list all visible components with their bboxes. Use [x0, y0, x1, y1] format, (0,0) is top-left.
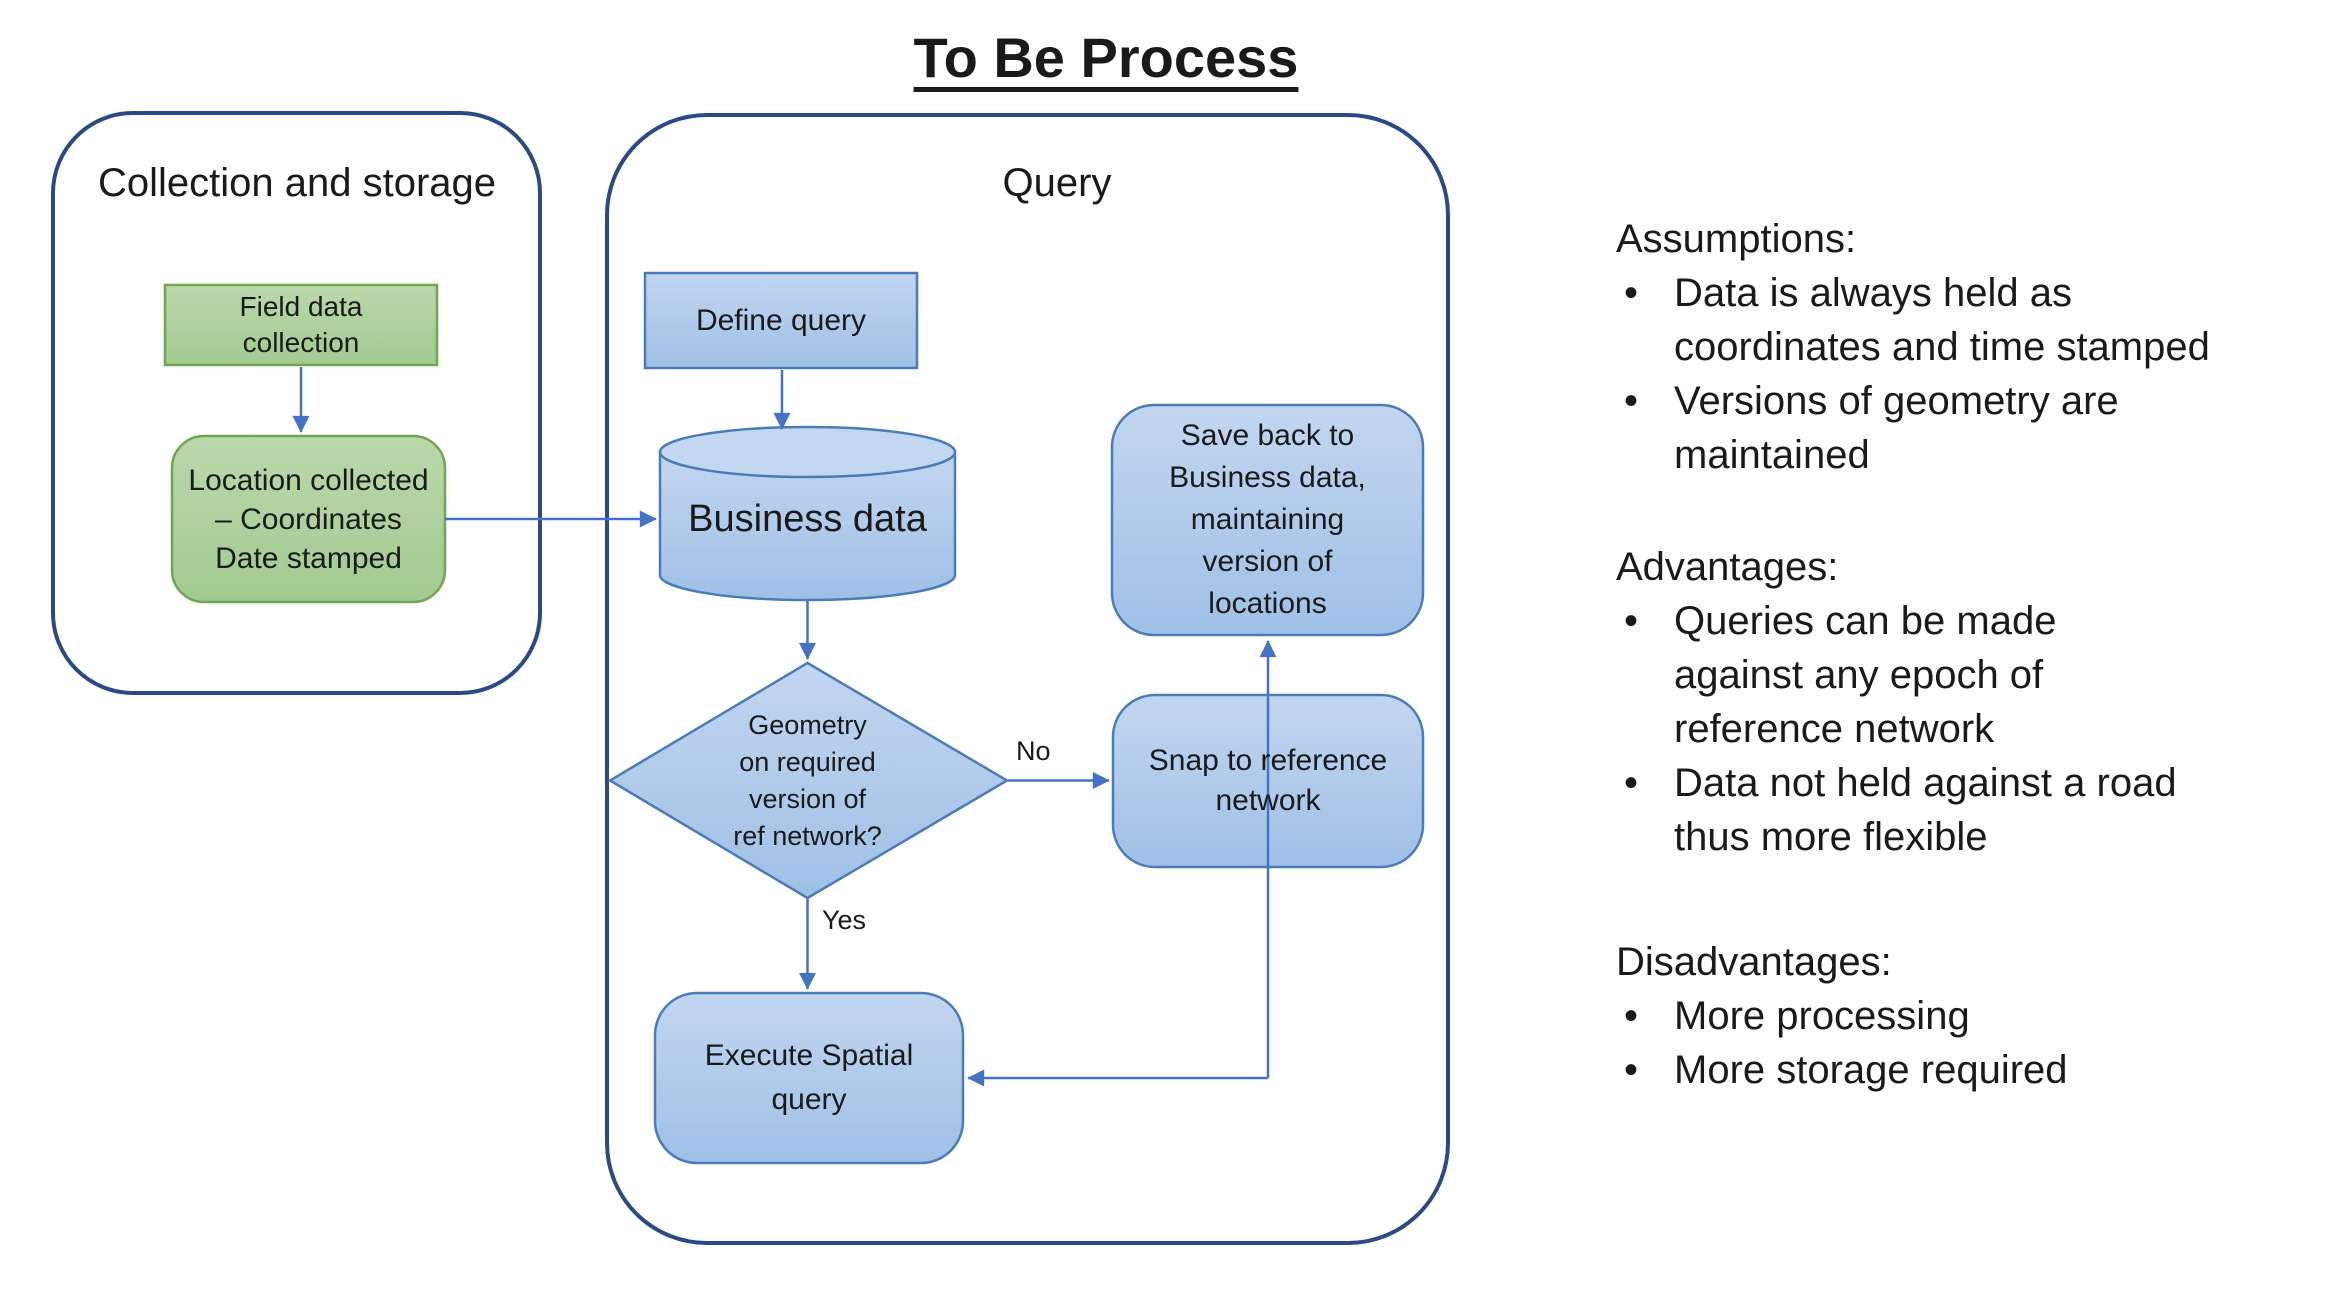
define-query-label: Define query	[695, 303, 867, 337]
notes-advantages-heading: Advantages:	[1616, 545, 1839, 589]
bullet-glyph: •	[1624, 271, 1639, 315]
edge-label-no: No	[1016, 736, 1051, 766]
page-title: To Be Process	[913, 25, 1299, 89]
collection-container-label: Collection and storage	[97, 160, 497, 205]
list-item: • Data not held against a road thus more…	[1616, 756, 2330, 864]
business-data-cylinder-body	[658, 450, 957, 602]
list-item: • More storage required	[1616, 1043, 2330, 1097]
execute-spatial-query-label: Execute Spatial query	[704, 1039, 914, 1116]
snap-to-reference-label: Snap to reference network	[1148, 744, 1388, 817]
save-back-box	[1110, 403, 1425, 637]
bullet-glyph: •	[1624, 379, 1639, 423]
bullet-glyph: •	[1624, 1048, 1639, 1092]
bullet-glyph: •	[1624, 761, 1639, 805]
query-container-label: Query	[1002, 160, 1112, 205]
query-container	[605, 113, 1450, 1245]
geometry-decision-label: Geometry on required version of ref netw…	[733, 710, 882, 851]
notes-disadvantages: Disadvantages: • More processing • More …	[1616, 935, 2330, 1097]
notes-assumptions-heading: Assumptions:	[1616, 217, 1857, 261]
connectors	[292, 367, 1277, 1087]
bullet-glyph: •	[1624, 994, 1639, 1038]
list-item: • Versions of geometry are maintained	[1616, 374, 2330, 482]
geometry-decision-diamond	[607, 661, 1010, 900]
edge-label-yes: Yes	[822, 905, 867, 935]
list-item: • Queries can be made against any epoch …	[1616, 594, 2330, 756]
field-data-collection-box	[163, 283, 439, 367]
business-data-label: Business data	[688, 497, 927, 540]
list-item: • More processing	[1616, 989, 2330, 1043]
location-collected-label: Location collected – Coordinates Date st…	[188, 463, 429, 575]
define-query-box	[643, 271, 919, 370]
list-item: • Data is always held as coordinates and…	[1616, 266, 2330, 374]
execute-spatial-query-box	[653, 991, 965, 1165]
save-back-label: Save back to Business data, maintaining …	[1169, 419, 1366, 620]
business-data-cylinder-top	[658, 425, 957, 479]
bullet-glyph: •	[1624, 599, 1639, 643]
field-data-collection-label: Field data collection	[239, 291, 363, 358]
collection-and-storage-container	[51, 111, 542, 695]
notes-disadvantages-heading: Disadvantages:	[1616, 940, 1892, 984]
notes-assumptions: Assumptions: • Data is always held as co…	[1616, 212, 2330, 482]
notes-advantages: Advantages: • Queries can be made agains…	[1616, 540, 2330, 864]
